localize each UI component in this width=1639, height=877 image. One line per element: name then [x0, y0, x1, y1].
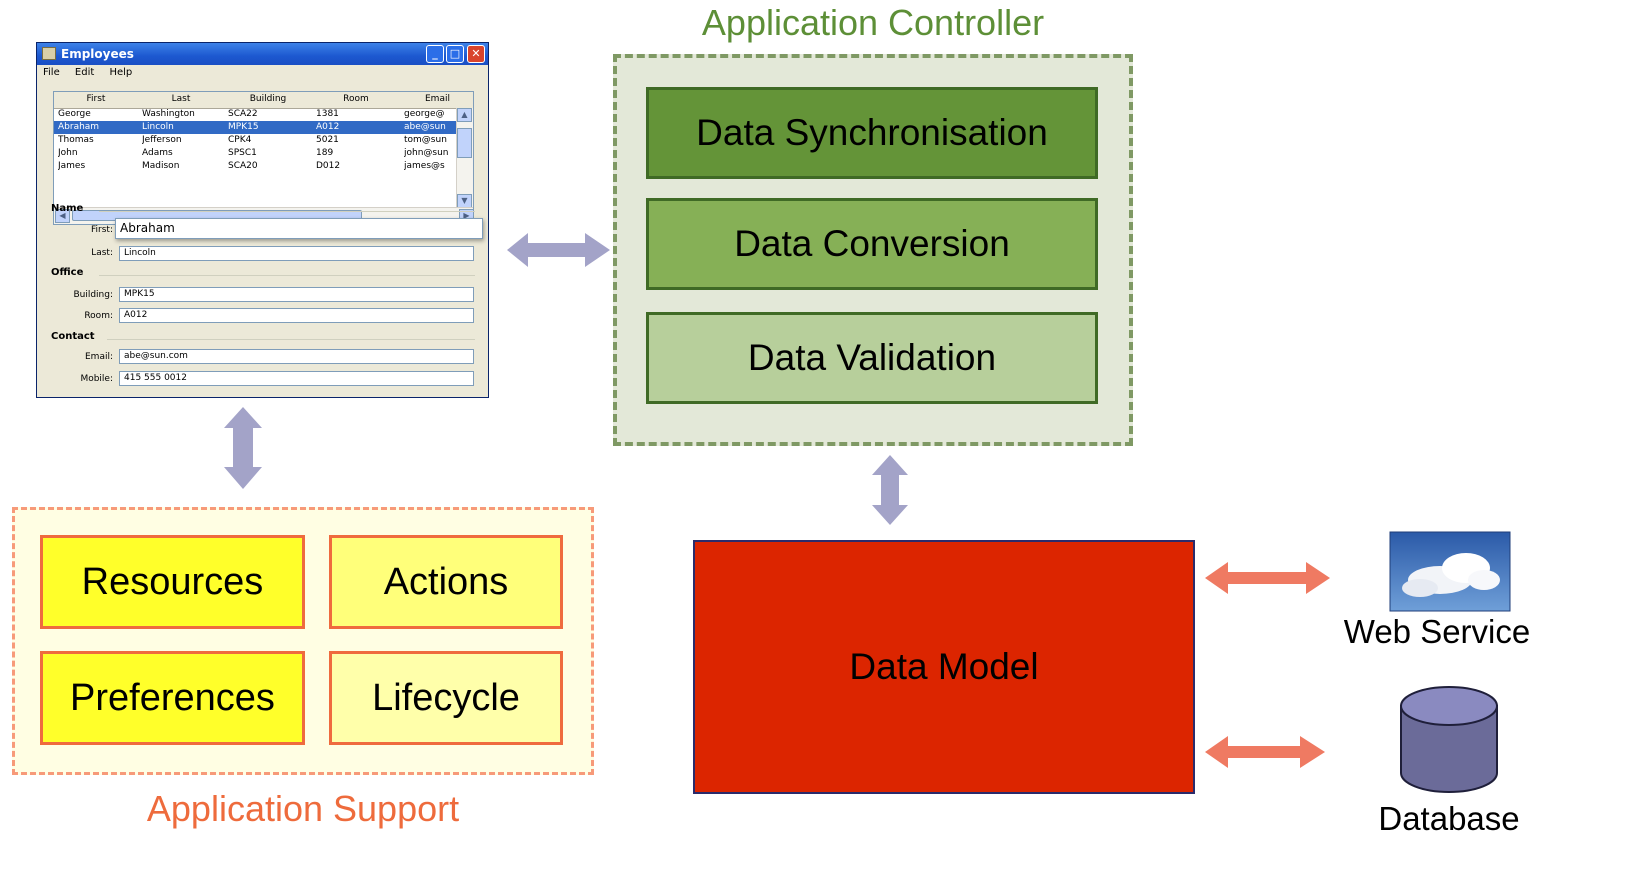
scroll-thumb[interactable]	[457, 128, 472, 158]
table-cell: Abraham	[58, 122, 100, 132]
table-cell: 1381	[316, 109, 339, 119]
app-icon	[42, 47, 56, 60]
lifecycle-box: Lifecycle	[329, 651, 563, 745]
table-cell: A012	[316, 122, 340, 132]
data-synchronisation-box: Data Synchronisation	[646, 87, 1098, 179]
data-conversion-box: Data Conversion	[646, 198, 1098, 290]
column-header-last[interactable]: Last	[171, 94, 191, 104]
menu-help[interactable]: Help	[109, 67, 133, 78]
scroll-left-icon[interactable]: ◀	[55, 209, 70, 223]
building-label: Building:	[73, 290, 113, 300]
table-row[interactable]: Abraham Lincoln MPK15 A012 abe@sun	[54, 121, 459, 134]
table-cell: James	[58, 161, 86, 171]
support-title: Application Support	[146, 788, 460, 829]
arrow-model-database	[1205, 736, 1325, 768]
mobile-label: Mobile:	[80, 374, 113, 384]
section-divider	[99, 275, 475, 276]
menu-edit[interactable]: Edit	[74, 67, 95, 78]
data-validation-box: Data Validation	[646, 312, 1098, 404]
arrow-controller-model	[872, 455, 908, 525]
column-header-building[interactable]: Building	[249, 94, 287, 104]
data-model-box: Data Model	[693, 540, 1195, 794]
resources-box: Resources	[40, 535, 305, 629]
actions-box: Actions	[329, 535, 563, 629]
section-divider	[99, 211, 475, 212]
table-cell: Lincoln	[142, 122, 174, 132]
column-header-first[interactable]: First	[86, 94, 106, 104]
arrow-window-controller	[507, 233, 610, 267]
table-cell: Jefferson	[142, 135, 182, 145]
table-cell: SPSC1	[228, 148, 257, 158]
table-cell: George	[58, 109, 91, 119]
last-label: Last:	[91, 248, 113, 258]
column-header-room[interactable]: Room	[343, 94, 369, 104]
table-cell: D012	[316, 161, 341, 171]
table-cell: tom@sun	[404, 135, 447, 145]
table-cell: 5021	[316, 135, 339, 145]
table-cell: John	[58, 148, 78, 158]
table-cell: john@sun	[404, 148, 449, 158]
table-cell: Adams	[142, 148, 173, 158]
table-cell: george@	[404, 109, 445, 119]
table-cell: SCA22	[228, 109, 258, 119]
database-icon	[1400, 686, 1498, 793]
maximize-button[interactable]: □	[446, 45, 464, 63]
first-name-field[interactable]: Abraham	[115, 218, 483, 239]
close-button[interactable]: ✕	[467, 45, 485, 63]
first-label: First:	[91, 225, 113, 235]
room-label: Room:	[84, 311, 113, 321]
table-row[interactable]: John Adams SPSC1 189 john@sun	[54, 147, 459, 160]
table-row[interactable]: James Madison SCA20 D012 james@s	[54, 160, 459, 173]
table-cell: SCA20	[228, 161, 258, 171]
table-cell: 189	[316, 148, 334, 158]
controller-title: Application Controller	[701, 2, 1045, 43]
table-cell: Thomas	[58, 135, 94, 145]
table-cell: james@s	[404, 161, 445, 171]
cloud-icon	[1389, 531, 1511, 612]
menubar: File Edit Help	[37, 65, 488, 81]
column-header-email[interactable]: Email	[425, 94, 450, 104]
database-label: Database	[1378, 800, 1520, 837]
table-row[interactable]: Thomas Jefferson CPK4 5021 tom@sun	[54, 134, 459, 147]
preferences-box: Preferences	[40, 651, 305, 745]
section-contact: Contact	[51, 331, 95, 342]
building-field[interactable]: MPK15	[119, 287, 474, 302]
employees-window: Employees _ □ ✕ File Edit Help First Las…	[36, 42, 489, 398]
mobile-field[interactable]: 415 555 0012	[119, 371, 474, 386]
minimize-button[interactable]: _	[426, 45, 444, 63]
section-divider	[107, 339, 475, 340]
scroll-up-icon[interactable]: ▲	[457, 108, 472, 122]
window-titlebar[interactable]: Employees _ □ ✕	[37, 43, 488, 65]
table-cell: CPK4	[228, 135, 252, 145]
table-cell: Washington	[142, 109, 195, 119]
section-name: Name	[51, 203, 84, 214]
last-name-field[interactable]: Lincoln	[119, 246, 474, 261]
table-header: First Last Building Room Email	[54, 92, 473, 109]
email-label: Email:	[84, 352, 113, 362]
table-cell: MPK15	[228, 122, 259, 132]
web-service-label: Web Service	[1343, 613, 1531, 650]
table-cell: abe@sun	[404, 122, 446, 132]
section-office: Office	[51, 267, 84, 278]
employee-table[interactable]: First Last Building Room Email George Was…	[53, 91, 474, 225]
arrow-window-support	[224, 407, 262, 489]
menu-file[interactable]: File	[43, 67, 60, 78]
email-field[interactable]: abe@sun.com	[119, 349, 474, 364]
window-title: Employees	[61, 47, 134, 61]
table-row[interactable]: George Washington SCA22 1381 george@	[54, 108, 459, 121]
arrow-model-webservice	[1205, 562, 1330, 594]
room-field[interactable]: A012	[119, 308, 474, 323]
table-cell: Madison	[142, 161, 180, 171]
